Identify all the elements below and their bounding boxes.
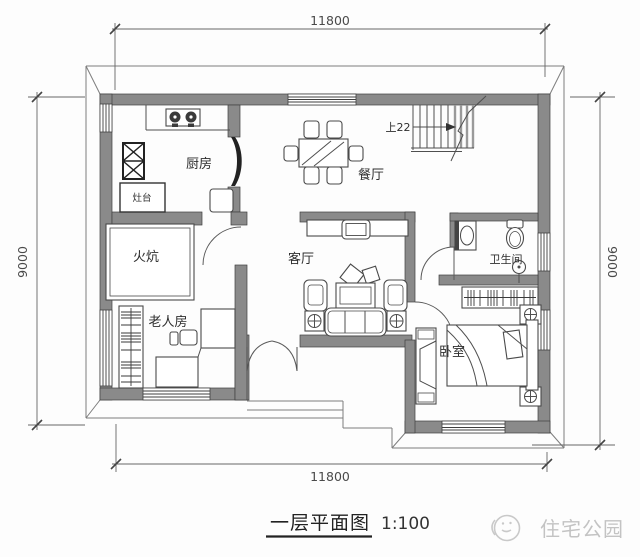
elder-room-label: 老人房 bbox=[148, 314, 187, 330]
stove-counter-box: 灶台 bbox=[119, 182, 166, 213]
dining-chair bbox=[326, 120, 343, 139]
kitchen-south-door-leaf bbox=[209, 188, 234, 213]
bathroom-door-arc bbox=[420, 246, 455, 281]
living-room-furniture bbox=[303, 219, 409, 337]
dimension-bottom: 11800 bbox=[110, 424, 553, 484]
window-dining-north bbox=[287, 93, 357, 106]
plan-title: 一层平面图 bbox=[270, 512, 370, 534]
window-kitchen-west bbox=[99, 103, 113, 133]
sofa bbox=[324, 307, 387, 337]
interior-walls bbox=[111, 104, 539, 434]
double-bed bbox=[446, 319, 539, 391]
dim-right-value: 9000 bbox=[605, 246, 620, 278]
coffee-table bbox=[335, 282, 376, 309]
bedroom-wardrobe bbox=[461, 286, 539, 309]
kitchen-counter bbox=[145, 105, 230, 131]
bathroom-fixtures bbox=[454, 219, 527, 283]
window-bedroom-south bbox=[441, 420, 506, 434]
stair-break-line bbox=[450, 95, 487, 162]
stove-counter-label: 灶台 bbox=[132, 192, 151, 204]
apron-outline bbox=[85, 65, 565, 449]
windows bbox=[99, 93, 551, 434]
window-elder-south bbox=[142, 387, 211, 401]
bathroom-sink bbox=[454, 220, 477, 251]
kang-bed bbox=[105, 223, 195, 301]
kang-label: 火炕 bbox=[133, 250, 159, 265]
watermark-text: 住宅公园 bbox=[540, 517, 624, 541]
dining-chair bbox=[303, 166, 320, 185]
bedroom-furniture bbox=[415, 286, 542, 407]
dimension-left: 9000 bbox=[15, 91, 85, 431]
shower-drain bbox=[511, 259, 527, 283]
elder-chair bbox=[179, 329, 198, 346]
dining-set bbox=[283, 120, 364, 185]
tv bbox=[341, 219, 371, 240]
bedroom-dresser bbox=[415, 327, 437, 405]
dining-chair bbox=[283, 145, 299, 162]
window-bathroom-east bbox=[537, 232, 551, 272]
toilet bbox=[505, 219, 525, 250]
dim-top-value: 11800 bbox=[310, 13, 350, 28]
kitchen-sink-unit bbox=[122, 142, 145, 180]
pillow bbox=[502, 329, 524, 360]
dining-chair bbox=[326, 166, 343, 185]
window-elder-west bbox=[99, 309, 113, 387]
dining-room-label: 餐厅 bbox=[358, 167, 384, 183]
elder-wardrobe bbox=[118, 305, 144, 389]
bird-logo-icon bbox=[491, 514, 521, 542]
bed-headboard bbox=[525, 319, 539, 391]
elder-room-furniture bbox=[105, 223, 236, 389]
title-block: 一层平面图 1:100 bbox=[266, 512, 430, 538]
entrance-double-door bbox=[246, 340, 298, 372]
elder-table bbox=[155, 356, 199, 388]
armchair-left bbox=[303, 279, 328, 312]
blanket-lines bbox=[446, 324, 488, 387]
dim-left-value: 9000 bbox=[15, 246, 30, 278]
plan-scale: 1:100 bbox=[381, 514, 430, 534]
stairs-up-label: 上22 bbox=[386, 121, 411, 134]
dim-bottom-value: 11800 bbox=[310, 469, 350, 484]
plant-table-left bbox=[304, 310, 325, 332]
bedroom-label: 卧室 bbox=[439, 344, 465, 360]
elder-desk bbox=[200, 308, 236, 349]
kitchen-fixtures: 灶台 bbox=[119, 105, 230, 213]
dimension-right: 9000 bbox=[532, 91, 620, 451]
room-labels: 厨房 火炕 老人房 客厅 餐厅 卫生间 卧室 bbox=[133, 156, 523, 360]
doors bbox=[202, 137, 455, 372]
dimension-top: 11800 bbox=[109, 13, 551, 90]
armchair-right bbox=[383, 279, 408, 312]
dining-table bbox=[298, 138, 349, 168]
kitchen-door-leaf bbox=[231, 137, 242, 186]
living-room-label: 客厅 bbox=[288, 251, 314, 267]
plant-table-right bbox=[386, 310, 407, 332]
entrance-steps bbox=[247, 400, 344, 428]
stove-burners bbox=[165, 108, 201, 127]
stairs: 上22 bbox=[386, 95, 487, 162]
dining-chair bbox=[303, 120, 320, 139]
watermark: 住宅公园 bbox=[491, 514, 624, 542]
stool bbox=[361, 265, 381, 285]
dining-chair bbox=[348, 145, 364, 162]
kitchen-label: 厨房 bbox=[186, 156, 212, 172]
elder-room-door-arc bbox=[202, 226, 242, 266]
bathroom-label: 卫生间 bbox=[490, 252, 523, 266]
